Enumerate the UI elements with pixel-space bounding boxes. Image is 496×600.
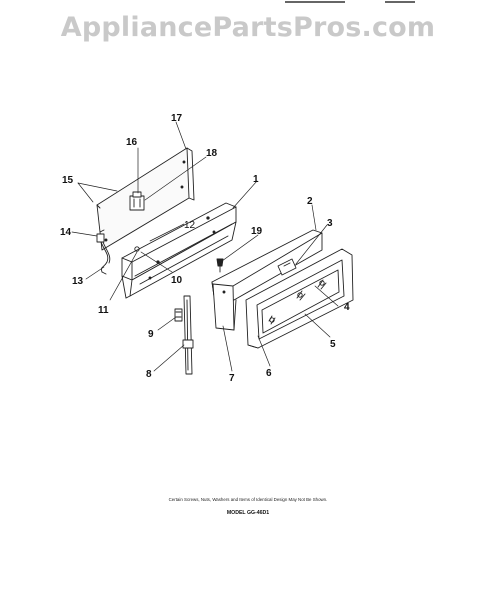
callout-12: 12	[184, 220, 196, 231]
leader-lines	[71, 121, 339, 372]
callout-5: 5	[330, 339, 336, 350]
header-rule-marks	[285, 1, 415, 3]
callout-9: 9	[148, 329, 154, 340]
callout-4: 4	[344, 302, 350, 313]
callout-15: 15	[62, 175, 74, 186]
footer-note: Certain Screws, Nuts, Washers and Items …	[168, 497, 328, 502]
callout-3: 3	[327, 218, 333, 229]
part-clip	[129, 191, 145, 211]
callout-17: 17	[171, 113, 183, 124]
callout-19: 19	[251, 226, 263, 237]
callout-16: 16	[126, 137, 138, 148]
callout-labels: 17 16 18 15 1 2 3 12 19 14 10 13 11 4 9 …	[60, 113, 350, 384]
callout-10: 10	[171, 275, 183, 286]
callout-13: 13	[72, 276, 84, 287]
callout-1: 1	[253, 174, 259, 185]
callout-6: 6	[266, 368, 272, 379]
model-number: MODEL GG-46D1	[226, 510, 270, 516]
callout-2: 2	[307, 196, 313, 207]
watermark-logo: AppliancePartsPros.com	[60, 12, 436, 43]
callout-8: 8	[146, 369, 152, 380]
part-screw	[216, 258, 224, 273]
callout-14: 14	[60, 227, 72, 238]
callout-11: 11	[98, 305, 109, 316]
part-trim-frame	[245, 248, 354, 349]
part-control-panel	[121, 202, 237, 299]
part-backguard	[211, 229, 323, 331]
callout-18: 18	[206, 148, 218, 159]
part-side-trim	[174, 295, 194, 375]
callout-7: 7	[229, 373, 235, 384]
